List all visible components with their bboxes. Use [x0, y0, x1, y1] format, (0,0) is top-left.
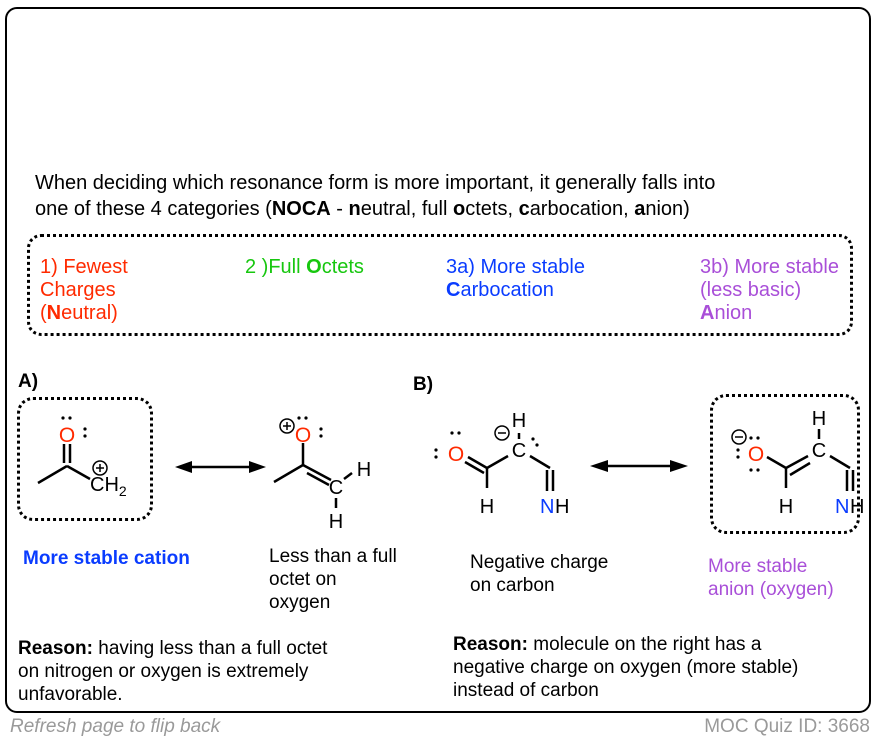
negative-charge-carbon-caption: Negative charge on carbon — [470, 552, 609, 596]
example-a-structures: O CH2 O C H H — [37, 416, 371, 533]
intro-line-1: When deciding which resonance form is mo… — [35, 172, 716, 194]
intro-text: When deciding which resonance form is mo… — [35, 170, 855, 222]
svg-text:O: O — [448, 443, 464, 466]
svg-text:N: N — [540, 496, 554, 518]
svg-text:H: H — [555, 496, 569, 518]
svg-text:N: N — [835, 496, 849, 518]
selected-structure-box-b — [710, 394, 860, 534]
positive-charge-icon — [92, 460, 108, 476]
molecule-b-right: O H C H N H — [731, 408, 864, 518]
negative-charge-icon — [731, 429, 747, 445]
ch2-group: CH2 — [90, 474, 127, 499]
molecule-a-left: O CH2 — [37, 416, 127, 499]
svg-text:H: H — [850, 496, 864, 518]
selected-structure-box-a — [17, 397, 153, 521]
positive-charge-icon — [279, 418, 295, 434]
svg-text:H: H — [812, 408, 826, 430]
category-fewest-charges: 1) Fewest Charges (Neutral) — [40, 256, 128, 324]
category-anion: 3b) More stable (less basic) Anion — [700, 256, 839, 324]
resonance-arrow-b — [590, 460, 688, 472]
svg-text:H: H — [357, 459, 371, 481]
svg-text:H: H — [329, 511, 343, 533]
example-b-structures: O H C H N H O H C — [434, 408, 864, 518]
more-stable-anion-caption: More stable anion (oxygen) — [708, 556, 834, 600]
more-stable-cation-caption: More stable cation — [23, 548, 190, 569]
svg-text:O: O — [295, 424, 311, 447]
svg-text:C: C — [512, 440, 526, 462]
category-carbocation: 3a) More stable Carbocation — [446, 256, 585, 301]
reason-b: Reason: molecule on the right has a nega… — [453, 634, 799, 701]
example-a-label: A) — [18, 371, 39, 392]
category-full-octets: 2 )Full Octets — [245, 256, 364, 278]
svg-text:C: C — [329, 477, 343, 499]
quiz-id: MOC Quiz ID: 3668 — [704, 716, 870, 737]
svg-text:O: O — [748, 443, 764, 466]
refresh-hint: Refresh page to flip back — [10, 716, 221, 737]
oxygen-atom: O — [59, 424, 75, 447]
intro-line-2: one of these 4 categories (NOCA - neutra… — [35, 198, 690, 220]
categories-box — [27, 234, 853, 336]
svg-text:C: C — [812, 440, 826, 462]
svg-text:H: H — [480, 496, 494, 518]
svg-text:H: H — [779, 496, 793, 518]
negative-charge-icon — [494, 425, 510, 441]
molecule-a-right: O C H H — [273, 416, 371, 533]
example-b-label: B) — [413, 374, 434, 395]
resonance-arrow-a — [175, 461, 266, 473]
less-than-full-octet-caption: Less than a full octet on oxygen — [269, 546, 397, 613]
molecule-b-left: O H C H N H — [434, 410, 569, 518]
svg-text:H: H — [512, 410, 526, 432]
reason-a: Reason: having less than a full octet on… — [18, 638, 328, 705]
flashcard[interactable] — [5, 7, 871, 713]
